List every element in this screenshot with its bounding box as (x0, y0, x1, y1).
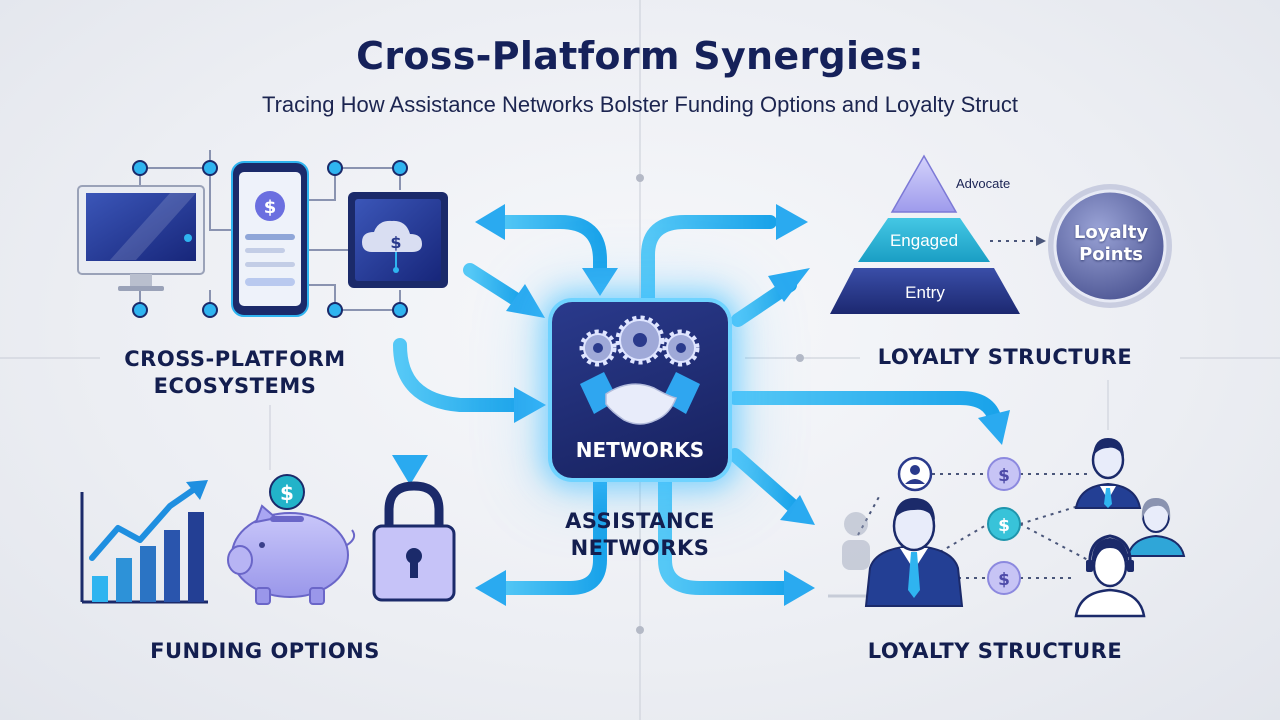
pyramid-tier-entry (830, 268, 1020, 314)
growth-chart-icon (80, 480, 208, 604)
pyramid-tier-engaged (858, 218, 990, 262)
section-label-line: NETWORKS (570, 536, 710, 560)
section-label-funding: FUNDING OPTIONS (150, 639, 380, 663)
member-silhouette-icon (828, 512, 880, 598)
dollar-coin-icon: $ $ $ (987, 457, 1021, 595)
businessman-icon (864, 498, 964, 607)
flow-arrows (393, 215, 1002, 595)
pyramid-label-advocate: Advocate (956, 176, 1011, 191)
section-label-line: ASSISTANCE (565, 509, 715, 533)
pyramid-tier-advocate (890, 154, 958, 213)
svg-text:$: $ (998, 570, 1010, 590)
page-subtitle: Tracing How Assistance Networks Bolster … (261, 92, 1019, 117)
section-label-ecosystems: CROSS-PLATFORM ECOSYSTEMS (100, 346, 370, 400)
section-label-assistance: ASSISTANCE NETWORKS (530, 508, 750, 562)
node-dot (132, 160, 148, 176)
page-title: Cross-Platform Synergies: (356, 34, 924, 78)
advisor-icon (1074, 438, 1142, 509)
cross-platform-devices: $ $ (77, 150, 448, 318)
dollar-icon: $ (264, 197, 277, 218)
coin-label-line: Points (1079, 244, 1143, 265)
pyramid-label-engaged: Engaged (889, 231, 959, 250)
padlock-icon (372, 481, 456, 602)
piggy-bank-icon: $ (227, 474, 356, 605)
coin-label-line: Loyalty (1073, 222, 1149, 243)
arrow-heads (392, 204, 1010, 606)
loyalty-pyramid (830, 154, 1172, 314)
section-label-loyalty-bottom: LOYALTY STRUCTURE (867, 639, 1123, 663)
svg-text:$: $ (998, 516, 1010, 536)
section-label-loyalty-top: LOYALTY STRUCTURE (877, 345, 1133, 369)
section-label-line: CROSS-PLATFORM (124, 347, 346, 371)
svg-text:$: $ (390, 233, 401, 252)
support-agent-icon (1074, 534, 1146, 618)
pyramid-label-entry: Entry (905, 283, 945, 302)
member-woman-icon (1126, 498, 1186, 557)
cloud-icon (362, 220, 422, 252)
loyalty-people-network: $ $ $ (828, 438, 1186, 618)
svg-text:$: $ (280, 481, 294, 505)
svg-text:$: $ (998, 466, 1010, 486)
funding-graphics: $ (80, 474, 456, 605)
hub-label: NETWORKS (575, 438, 705, 462)
section-label-line: ECOSYSTEMS (153, 374, 317, 398)
loyalty-points-label: Loyalty Points (1050, 222, 1172, 266)
